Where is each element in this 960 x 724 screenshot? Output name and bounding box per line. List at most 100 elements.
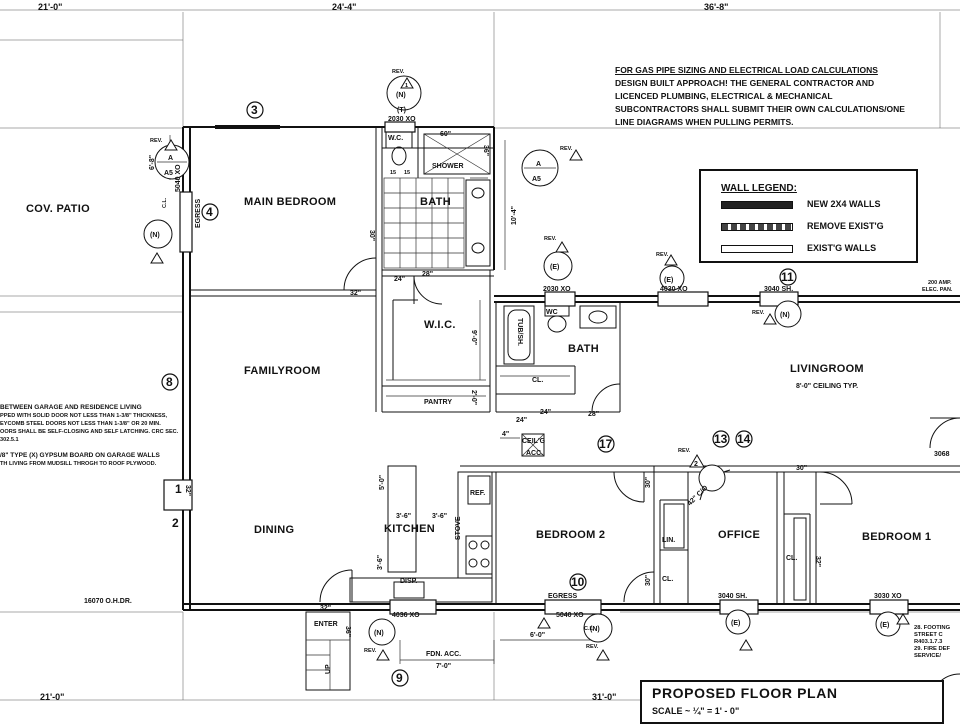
dim-2-0: 2'-0" [470,390,477,405]
win-2030-bath: 2030 XO [543,286,571,293]
tag-1-garage: 1 [175,482,182,496]
revision-clouds [143,75,901,646]
garage-note-line-1: BETWEEN GARAGE AND RESIDENCE LIVING [0,404,142,411]
label-acc: ACC. [526,450,543,457]
room-bedroom2: BEDROOM 2 [536,529,605,541]
tag-17: 17 [599,437,613,451]
tag-8: 8 [166,375,173,389]
label-ref: REF. [470,490,485,497]
win-3040-sh: 3040 SH. [764,286,793,293]
win-3030: 3030 XO [874,593,902,600]
dim-bottom-right: 31'-0" [592,692,616,702]
egress-bottom: EGRESS [548,593,578,600]
code-note-5: SERVICE/ [914,653,941,659]
tag-13: 13 [714,432,728,446]
room-kitchen: KITCHEN [384,523,435,535]
dim-3-6-c: 3'-6" [377,555,384,570]
dim-bottom-left: 21'-0" [40,692,64,702]
general-note-line-3: LICENCED PLUMBING, ELECTRICAL & MECHANIC… [615,91,833,101]
legend-new-walls: NEW 2X4 WALLS [721,199,881,209]
dim-9-0: 9'-0" [470,330,477,345]
dim-28-hall: 28" [588,411,599,418]
dim-60: 60" [440,131,451,138]
dim-36-shower: 36" [482,145,489,156]
rev-1-label: REV. [392,69,405,75]
dim-top-middle: 24'-4" [332,2,356,12]
general-contractor-note: FOR GAS PIPE SIZING AND ELECTRICAL LOAD … [615,64,915,129]
dim-3-6-b: 3'-6" [432,513,447,520]
dim-30-bed1: 30" [796,465,807,472]
drawing-scale: SCALE ~ ¼" = 1' - 0" [652,706,740,716]
bath2-fixtures [503,305,617,365]
code-note-1: 28. FOOTING [914,625,951,631]
legend-existing-walls: EXIST'G WALLS [721,243,876,253]
general-note-line-1: FOR GAS PIPE SIZING AND ELECTRICAL LOAD … [615,65,878,75]
room-patio: COV. PATIO [26,203,90,215]
dim-32-entry: 32" [320,605,331,612]
rev-7-n: (N) [780,312,790,319]
revision-triangles [150,77,910,661]
legend-remove-label: REMOVE EXIST'G [807,221,884,231]
rev-1-num: 1 [405,83,408,89]
rev-3-label: REV. [560,146,573,152]
label-enter: ENTER [314,621,338,628]
closet-details [500,375,807,601]
legend-swatch-remove [721,222,793,231]
dim-30-bed2: 30" [645,477,652,488]
dim-top-right: 36'-8" [704,2,728,12]
section-a5-left: A5 [164,170,173,177]
dimension-lines [169,135,600,664]
garage-door: 16070 O.H.DR. [84,598,132,605]
room-closet-linen: CL. [662,576,673,583]
section-a-left: A [168,155,173,162]
dim-32-bed: 32" [350,290,361,297]
win-4036: 4036 XO [392,612,420,619]
rev-11-e: (E) [880,622,889,629]
rev-5-label: REV. [544,236,557,242]
room-office: OFFICE [718,529,760,541]
garage-note-line-2: PPED WITH SOLID DOOR NOT LESS THAN 1-3/8… [0,413,168,419]
edge-arcs [929,417,960,705]
room-bath2: BATH [568,343,599,355]
general-note-line-2: DESIGN BUILT APPROACH! THE GENERAL CONTR… [615,78,875,88]
dim-6-0: 6'-0" [530,632,545,639]
room-linen: LIN. [662,537,675,544]
legend-swatch-new [721,200,793,209]
win-2030-top: 2030 XO [388,116,416,123]
label-cl-b: C.L. [584,626,595,632]
legend-swatch-existing [721,244,793,253]
dim-24-hall1: 24" [516,417,527,424]
rev-1-n: (N) [396,92,406,99]
tag-2-garage: 2 [172,516,179,530]
code-notes: 28. FOOTING STREET C R403.1.7.3 29. FIRE… [914,625,960,660]
code-note-3: R403.1.7.3 [914,639,943,645]
dim-28-wic: 28" [422,271,433,278]
dim-36-entry: 36" [344,626,351,637]
rev-1-t: (T) [397,107,406,114]
garage-separation-note: BETWEEN GARAGE AND RESIDENCE LIVING PPED… [0,404,188,468]
elec-panel-2: ELEC. PAN. [922,287,953,293]
text-labels: 21'-0" 24'-4" 36'-8" 21'-0" 31'-0" COV. … [26,2,953,702]
rev-8-num: 2 [694,461,698,468]
dim-24-hall2: 24" [540,409,551,416]
dim-10-4: 10'-4" [511,206,518,225]
keynote-circles [161,101,797,687]
dim-30-closet: 30" [645,575,652,586]
code-note-2: STREET C [914,632,943,638]
dim-30-bath: 30" [368,230,375,241]
dim-32-garage: 32" [184,485,191,496]
legend-new-label: NEW 2X4 WALLS [807,199,881,209]
general-note-line-4: SUBCONTRACTORS SHALL SUBMIT THEIR OWN CA… [615,104,905,114]
code-note-4: 29. FIRE DEF [914,646,951,652]
dim-6-8: 6'-8" [149,155,156,170]
win-4030: 4030 XO [660,286,688,293]
tag-10: 10 [571,575,585,589]
legend-remove-walls: REMOVE EXIST'G [721,221,884,231]
garage-note-line-3: EYCOMB STEEL DOORS NOT LESS THAN 1-3/8" … [0,421,161,427]
rev-6-label: REV. [656,252,669,258]
rev-5-e: (E) [550,264,559,271]
label-ceilg: CEIL'G [522,438,546,445]
garage-note-line-5: /8" TYPE (X) GYPSUM BOARD ON GARAGE WALL… [0,452,160,459]
legend-existing-label: EXIST'G WALLS [807,243,877,253]
